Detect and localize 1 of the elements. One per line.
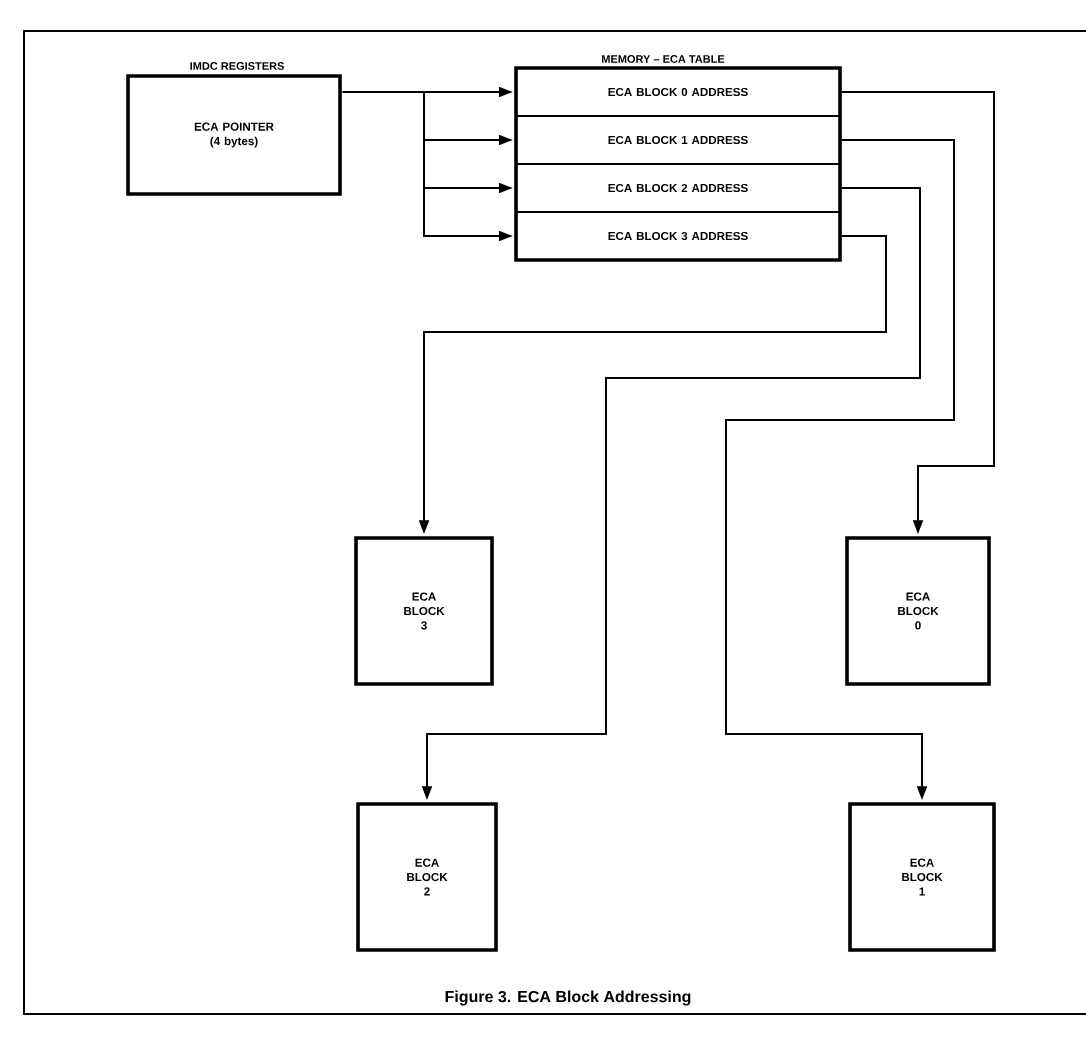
caption: Figure 3. ECA Block Addressing (445, 990, 691, 1006)
